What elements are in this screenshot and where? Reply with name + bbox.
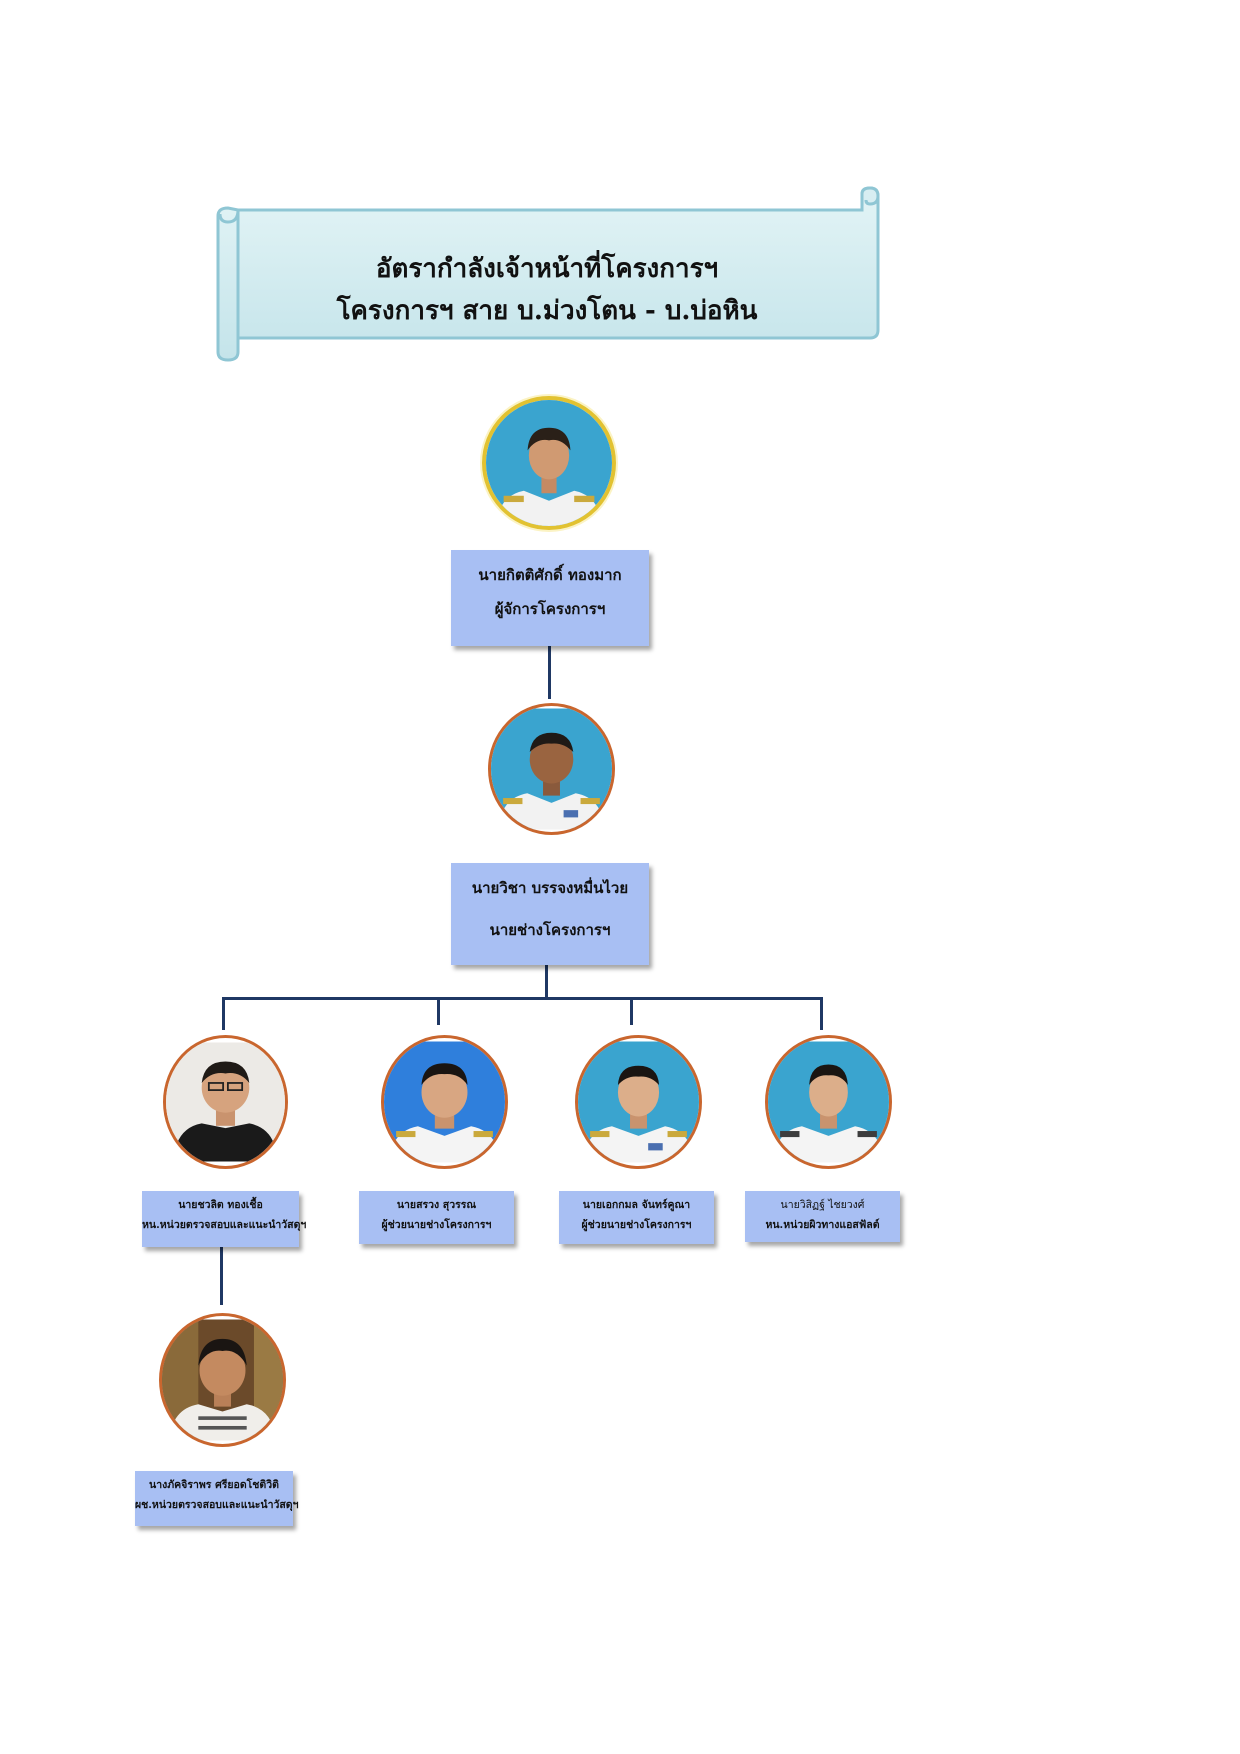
banner-title: อัตรากำลังเจ้าหน้าที่โครงการฯ โครงการฯ ส… — [234, 248, 860, 332]
connector-drop-1 — [222, 997, 225, 1030]
manager-photo — [482, 396, 616, 530]
person-avatar-icon — [768, 1041, 889, 1163]
assistant-2-position: ผู้ช่วยนายช่างโครงการฯ — [581, 1219, 692, 1231]
engineer-position: นายช่างโครงการฯ — [489, 921, 611, 939]
inspector-assistant-name: นางภัคจิราพร ศรียอดโชติวิติ — [149, 1479, 279, 1491]
title-line-1: อัตรากำลังเจ้าหน้าที่โครงการฯ — [375, 254, 719, 284]
person-avatar-icon — [162, 1319, 283, 1441]
person-avatar-icon — [491, 708, 612, 830]
assistant-2-photo — [575, 1035, 702, 1169]
connector-engineer-down — [545, 965, 548, 999]
person-avatar-icon — [384, 1041, 505, 1163]
connector-drop-3 — [630, 997, 633, 1025]
engineer-photo — [488, 703, 615, 835]
inspector-head-position: หน.หน่วยตรวจสอบและแนะนำวัสดุฯ — [142, 1219, 307, 1231]
asphalt-head-name: นายวิสิฏฐ์ ไชยวงศ์ — [780, 1199, 865, 1211]
inspector-assistant-photo — [159, 1313, 286, 1447]
inspector-assistant-namebox: นางภัคจิราพร ศรียอดโชติวิติ ผช.หน่วยตรวจ… — [135, 1471, 299, 1526]
person-avatar-icon — [166, 1042, 285, 1162]
engineer-namebox: นายวิชา บรรจงหมื่นไวย นายช่างโครงการฯ — [451, 863, 649, 965]
asphalt-head-photo — [765, 1035, 892, 1169]
asphalt-head-namebox: นายวิสิฏฐ์ ไชยวงศ์ หน.หน่วยผิวทางแอสฟัลต… — [745, 1191, 900, 1242]
person-avatar-icon — [486, 400, 612, 526]
manager-position: ผู้จัการโครงการฯ — [494, 600, 606, 618]
connector-drop-2 — [437, 997, 440, 1025]
inspector-assistant-position: ผช.หน่วยตรวจสอบและแนะนำวัสดุฯ — [135, 1499, 299, 1511]
connector-inspector-assistant — [220, 1243, 223, 1305]
engineer-name: นายวิชา บรรจงหมื่นไวย — [471, 879, 629, 897]
connector-manager-engineer — [548, 646, 551, 699]
inspector-head-photo — [163, 1035, 288, 1169]
connector-drop-4 — [820, 997, 823, 1030]
assistant-1-name: นายสรวง สุวรรณ — [396, 1199, 477, 1211]
assistant-1-namebox: นายสรวง สุวรรณ ผู้ช่วยนายช่างโครงการฯ — [359, 1191, 514, 1244]
title-line-2: โครงการฯ สาย บ.ม่วงโตน - บ.บ่อหิน — [336, 296, 758, 326]
inspector-head-name: นายชวลิต ทองเชื้อ — [178, 1199, 263, 1211]
person-avatar-icon — [578, 1041, 699, 1163]
title-banner: อัตรากำลังเจ้าหน้าที่โครงการฯ โครงการฯ ส… — [214, 186, 880, 362]
assistant-2-name: นายเอกกมล จันทร์คูณา — [582, 1199, 691, 1211]
manager-namebox: นายกิตติศักดิ์ ทองมาก ผู้จัการโครงการฯ — [451, 550, 649, 646]
scroll-banner-shape — [216, 186, 880, 362]
assistant-2-namebox: นายเอกกมล จันทร์คูณา ผู้ช่วยนายช่างโครงก… — [559, 1191, 714, 1244]
inspector-head-namebox: นายชวลิต ทองเชื้อ หน.หน่วยตรวจสอบและแนะน… — [142, 1191, 307, 1247]
manager-name: นายกิตติศักดิ์ ทองมาก — [478, 566, 622, 584]
asphalt-head-position: หน.หน่วยผิวทางแอสฟัลต์ — [765, 1219, 880, 1231]
assistant-1-position: ผู้ช่วยนายช่างโครงการฯ — [381, 1219, 492, 1231]
connector-horizontal-bar — [222, 997, 823, 1000]
assistant-1-photo — [381, 1035, 508, 1169]
